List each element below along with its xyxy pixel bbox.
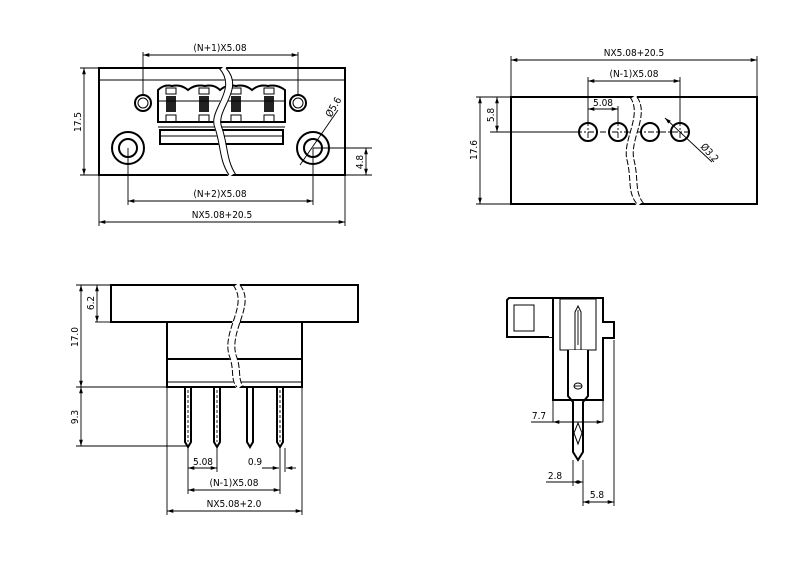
terminal-cell: [165, 87, 177, 123]
dim-label-flange: 6.2: [86, 296, 97, 310]
terminal-cell: [198, 87, 210, 123]
dim-label-height: 17.5: [73, 112, 84, 132]
dim-label-pitch-span: (N-1)X5.08: [610, 69, 659, 80]
bottom-view: 6.2 17.0 9.3 5.08 0.9 (N-1)X5.08 NX5.08+…: [70, 282, 359, 515]
break-line: [625, 94, 643, 207]
dim-label-total-width: NX5.08+2.0: [207, 499, 262, 510]
dim-label-body-height: 17.0: [70, 327, 81, 347]
dim-label-tab-offset: 5.8: [590, 490, 605, 501]
housing-section: [506, 297, 615, 401]
dim-label-total-width: NX5.08+20.5: [192, 210, 252, 221]
dim-label-pitch: 5.08: [193, 457, 213, 468]
pin: [213, 387, 221, 449]
dim-label-pin-length: 9.3: [70, 410, 81, 424]
terminal-cell: [230, 87, 242, 123]
dim-label-hole-offset: 5.8: [486, 108, 497, 123]
dim-label-hole-dia: Ø5.6: [323, 95, 344, 120]
terminal-cell: [263, 87, 275, 123]
dim-label-pitch-span: (N-1)X5.08: [210, 478, 259, 489]
dim-label-hole-dia: Ø3.2: [698, 141, 721, 165]
dim-label-panel-height: 17.6: [469, 140, 480, 160]
dim-label-mount-pitch: (N+2)X5.08: [193, 189, 246, 200]
pin: [184, 387, 192, 449]
dim-label-body-depth: 7.7: [532, 411, 546, 422]
dim-label-top: (N+1)X5.08: [193, 43, 246, 54]
pin: [246, 387, 254, 449]
side-section-view: 7.7 2.8 5.8: [506, 297, 615, 506]
panel-cutout-view: NX5.08+20.5 (N-1)X5.08 5.08 5.8 17.6 Ø3.…: [469, 48, 758, 207]
body-outline: [166, 322, 303, 388]
dim-label-hole-offset: 4.8: [355, 155, 366, 170]
locking-hole-right: [289, 94, 307, 112]
locking-hole-left: [134, 94, 152, 112]
pin: [276, 387, 284, 449]
dim-label-pitch: 5.08: [593, 98, 613, 109]
break-line: [213, 65, 236, 177]
break-line: [227, 282, 245, 390]
dim-label-panel-width: NX5.08+20.5: [604, 48, 664, 59]
dim-label-pin-width: 0.9: [248, 457, 263, 468]
front-view: (N+1)X5.08 17.5 Ø5.6 4.8 (N+2)X5.08 NX5.…: [73, 43, 372, 226]
contact-pin: [567, 304, 589, 462]
dim-label-pin-offset: 2.8: [548, 471, 563, 482]
